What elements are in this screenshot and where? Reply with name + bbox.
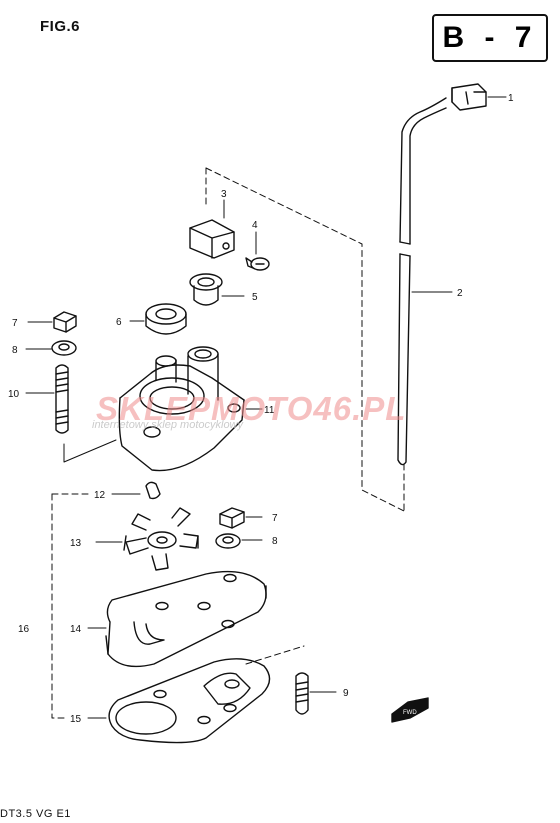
key-part-12 <box>111 481 161 500</box>
callout-3: 3 <box>221 189 227 200</box>
callout-14: 14 <box>70 624 82 635</box>
nut-part-7-lower <box>219 507 263 529</box>
callout-16: 16 <box>18 624 30 635</box>
hose-clip-part-1 <box>451 83 507 111</box>
washer-part-8-top <box>25 340 77 356</box>
block-part-3 <box>189 199 235 259</box>
dowel-pin-part-9 <box>295 672 337 715</box>
watermark-brand: SKLEPMOTO46.PL <box>96 390 407 427</box>
model-code: DT3.5 VG E1 <box>0 808 71 820</box>
callout-13: 13 <box>70 538 82 549</box>
water-tube-part-2 <box>397 97 453 466</box>
watermark-tagline: internetowy sklep motocyklowy <box>92 419 244 431</box>
pump-housing-part-11 <box>118 346 263 472</box>
callout-11: 11 <box>264 405 275 416</box>
callout-1: 1 <box>508 93 514 104</box>
figure-label: FIG.6 <box>40 18 81 35</box>
bushing-part-5 <box>189 273 245 306</box>
section-code-box: B - 7 <box>432 14 548 62</box>
callout-9: 9 <box>343 688 349 699</box>
callout-8-top: 8 <box>12 345 18 356</box>
callout-4: 4 <box>252 220 258 231</box>
washer-part-8-lower <box>215 533 263 549</box>
callout-7-lower: 7 <box>272 513 278 524</box>
callout-8-lower: 8 <box>272 536 278 547</box>
callout-12: 12 <box>94 490 106 501</box>
plate-part-14 <box>87 570 267 668</box>
callout-10: 10 <box>8 389 20 400</box>
callout-6: 6 <box>116 317 122 328</box>
nut-part-7-top <box>27 311 77 333</box>
impeller-part-13 <box>95 507 199 571</box>
gasket-part-15 <box>87 658 271 744</box>
callout-7-top: 7 <box>12 318 18 329</box>
forward-arrow-icon <box>391 697 429 723</box>
callout-15: 15 <box>70 714 82 725</box>
callout-5: 5 <box>252 292 258 303</box>
fwd-label: FWD <box>403 710 417 716</box>
screw-part-4 <box>245 231 270 271</box>
stud-bolt-part-10 <box>25 364 69 434</box>
assembly-guide-lines <box>205 167 407 513</box>
seal-part-6 <box>129 303 187 335</box>
callout-2: 2 <box>457 288 463 299</box>
section-code: B - 7 <box>442 21 538 54</box>
